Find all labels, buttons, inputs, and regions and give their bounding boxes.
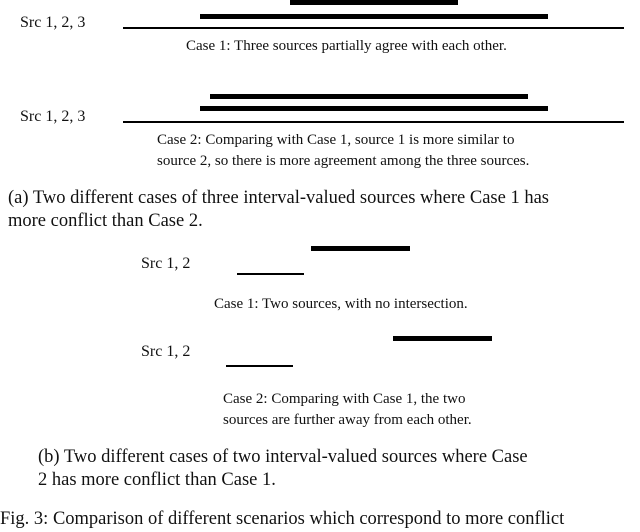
baseline-a2	[123, 121, 624, 123]
interval-source-b2-1	[226, 365, 293, 367]
interval-source-a1-2	[200, 14, 548, 19]
source-label-a2: Src 1, 2, 3	[20, 108, 86, 125]
source-label-b1: Src 1, 2	[141, 255, 191, 272]
interval-source-a2-1	[210, 94, 528, 99]
interval-source-b1-1	[237, 273, 304, 275]
figure-caption-fragment: Fig. 3: Comparison of different scenario…	[0, 509, 565, 529]
subcaption-a-line1: (a) Two different cases of three interva…	[8, 188, 549, 208]
subcaption-a-line2: more conflict than Case 2.	[8, 211, 203, 231]
case-caption-a2-line2: source 2, so there is more agreement amo…	[157, 153, 530, 169]
interval-source-b2-2	[393, 336, 492, 341]
baseline-a1	[123, 27, 624, 29]
case-caption-b2-line1: Case 2: Comparing with Case 1, the two	[223, 391, 466, 407]
source-label-b2: Src 1, 2	[141, 343, 191, 360]
case-caption-a1: Case 1: Three sources partially agree wi…	[186, 38, 507, 54]
subcaption-b-line2: 2 has more conflict than Case 1.	[38, 470, 276, 490]
interval-source-a1-1	[290, 0, 458, 5]
interval-source-a2-2	[200, 106, 548, 111]
case-caption-b1: Case 1: Two sources, with no intersectio…	[214, 296, 468, 312]
interval-source-b1-2	[311, 246, 410, 251]
subcaption-b-line1: (b) Two different cases of two interval-…	[38, 447, 528, 467]
case-caption-b2-line2: sources are further away from each other…	[223, 412, 472, 428]
source-label-a1: Src 1, 2, 3	[20, 14, 86, 31]
case-caption-a2-line1: Case 2: Comparing with Case 1, source 1 …	[157, 132, 515, 148]
